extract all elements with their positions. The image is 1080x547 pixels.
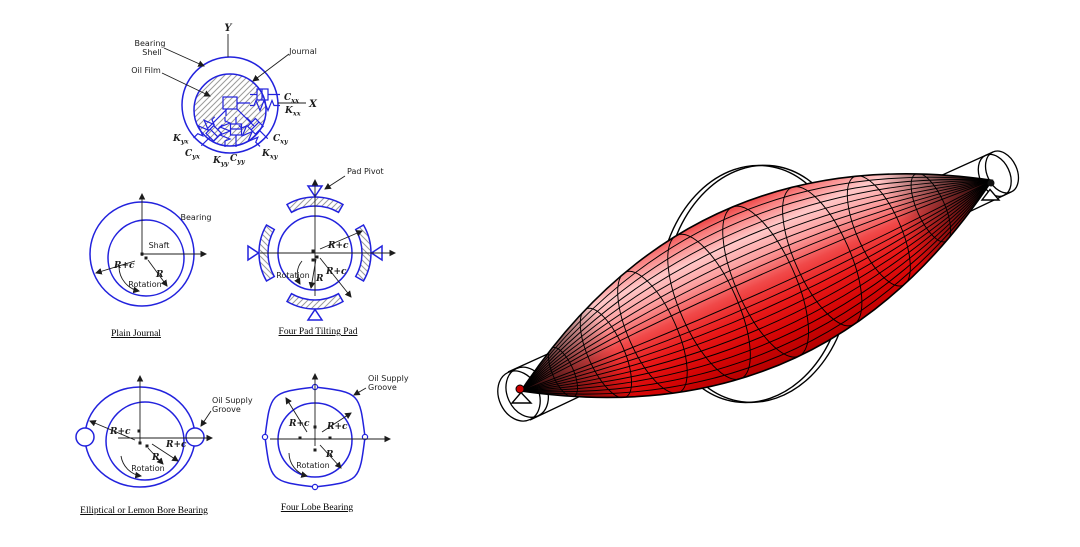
x-axis-label: X — [308, 99, 318, 110]
plain-journal-diagram: Bearing Shaft R+c R Rotation Plain Journ… — [89, 192, 212, 339]
r-plus-c-1-label: R+c — [288, 419, 310, 429]
oil-supply-label-1: Oil Supply — [368, 374, 409, 383]
coef-cxx: Cxx — [284, 93, 299, 105]
coef-kyy: Kyy — [212, 156, 230, 168]
y-axis-label: Y — [224, 23, 232, 34]
bearing-shell-label-1: Bearing — [135, 39, 166, 48]
r-label: R — [325, 450, 334, 460]
bearing-shell-label-2: Shell — [142, 48, 162, 57]
four-lobe-bearing-diagram: R+c R+c R Rotation Oil Supply Groove Fou… — [261, 372, 409, 513]
rotor-mode-shape-3d — [486, 104, 1027, 467]
bearing-label: Bearing — [181, 213, 212, 222]
journal-label: Journal — [288, 47, 317, 56]
coef-cyy: Cyy — [230, 154, 246, 166]
rotation-label: Rotation — [296, 461, 329, 470]
mode-shape-lens — [486, 104, 1027, 467]
r-label: R — [315, 274, 324, 284]
rotation-label: Rotation — [131, 464, 164, 473]
coef-kxy: Kxy — [261, 149, 279, 161]
four-pad-tilting-pad-diagram: Pad Pivot R+c R+c R Rotation Four Pad Ti… — [247, 167, 397, 337]
r-plus-c-1-label: R+c — [327, 241, 349, 251]
coef-cxy: Cxy — [273, 134, 289, 146]
r-label: R — [151, 453, 160, 463]
elliptical-bearing-diagram: R+c R+c R Rotation Oil Supply Groove Ell… — [75, 374, 253, 516]
left-bearing-support-triangle — [510, 391, 533, 404]
right-node-dot — [987, 179, 995, 187]
right-bearing-support-triangle — [980, 188, 1001, 201]
r-plus-c-2-label: R+c — [165, 440, 187, 450]
oil-supply-label-2: Groove — [368, 383, 397, 392]
r-plus-c-1-label: R+c — [109, 427, 131, 437]
plain-journal-caption: Plain Journal — [111, 329, 161, 339]
r-plus-c-2-label: R+c — [326, 422, 348, 432]
oil-supply-label-2: Groove — [212, 405, 241, 414]
shaft-label: Shaft — [149, 241, 170, 250]
bearing-coefficient-diagram: Y X Bearing Shell Oil Film Journal Cxx K… — [131, 23, 318, 168]
oil-film-label: Oil Film — [131, 66, 161, 75]
r-plus-c-label: R+c — [113, 261, 135, 271]
rotation-label: Rotation — [128, 280, 161, 289]
rotation-label: Rotation — [276, 271, 309, 280]
elliptical-caption: Elliptical or Lemon Bore Bearing — [80, 506, 208, 516]
r-label: R — [155, 270, 164, 280]
pad-pivot-label: Pad Pivot — [347, 167, 384, 176]
left-node-dot — [515, 384, 525, 394]
four-pad-caption: Four Pad Tilting Pad — [279, 327, 358, 337]
r-plus-c-2-label: R+c — [325, 267, 347, 277]
coef-cyx: Cyx — [185, 149, 200, 161]
coef-kxx: Kxx — [284, 106, 301, 118]
four-lobe-caption: Four Lobe Bearing — [281, 503, 354, 513]
oil-supply-label-1: Oil Supply — [212, 396, 253, 405]
coef-kyx: Kyx — [172, 134, 189, 146]
